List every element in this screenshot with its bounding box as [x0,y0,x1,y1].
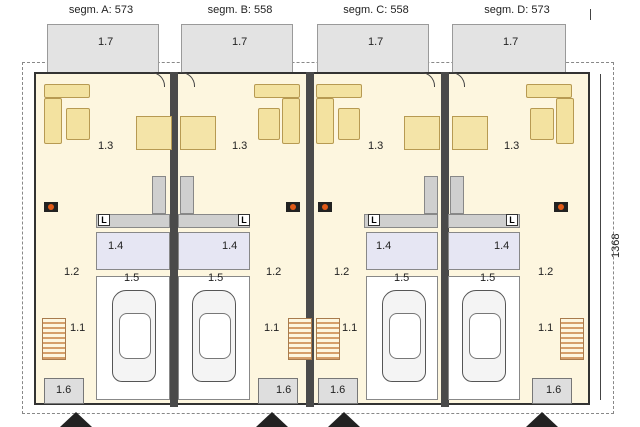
car-icon [112,290,156,382]
room-label-hall: 1.2 [64,266,80,278]
room-label-garage: 1.5 [394,272,410,284]
porch-a [44,378,84,404]
sofa [526,84,572,98]
room-label-living: 1.3 [232,140,248,152]
entrance-arrow-icon [328,412,360,427]
sofa [556,98,574,144]
terrace-label: 1.7 [503,36,519,48]
segment-d-dimension: segm. D: 573 [444,0,590,20]
room-label-garage: 1.5 [480,272,496,284]
room-label-garage: 1.5 [208,272,224,284]
room-label-bath: 1.4 [222,240,238,252]
sofa [282,98,300,144]
room-label-stairs: 1.1 [342,322,358,334]
armchair [530,108,554,140]
bathroom-c [366,232,438,270]
room-label-stairs: 1.1 [70,322,86,334]
kitchen-counter [364,214,438,228]
sofa [44,84,90,98]
kitchen-stove [424,176,438,214]
terrace-c: 1.7 [317,24,429,76]
party-wall [170,72,178,407]
segment-c-dimension: segm. C: 558 [308,0,444,20]
sofa [316,98,334,144]
armchair [338,108,360,140]
bathroom-a [96,232,170,270]
car-icon [382,290,426,382]
room-label-porch: 1.6 [56,384,72,396]
terrace-label: 1.7 [232,36,248,48]
terrace-label: 1.7 [368,36,384,48]
dimension-tick [590,9,591,20]
kitchen-stove [180,176,194,214]
staircase [42,318,66,360]
terrace-b: 1.7 [181,24,293,76]
entrance-arrow-icon [60,412,92,427]
fireplace-icon [554,202,568,212]
depth-dimension: 1368 [610,233,622,258]
porch-d [532,378,572,404]
kitchen-counter [96,214,170,228]
staircase [316,318,340,360]
room-label-stairs: 1.1 [538,322,554,334]
room-label-living: 1.3 [368,140,384,152]
terrace-label: 1.7 [98,36,114,48]
room-label-bath: 1.4 [108,240,124,252]
entrance-arrow-icon [526,412,558,427]
segment-b-dimension: segm. B: 558 [172,0,308,20]
room-label-porch: 1.6 [330,384,346,396]
armchair [66,108,90,140]
room-label-living: 1.3 [504,140,520,152]
porch-b [258,378,298,404]
dining-table [404,116,440,150]
kitchen-stove [152,176,166,214]
terrace-a: 1.7 [47,24,159,76]
kitchen-stove [450,176,464,214]
party-wall [441,72,449,407]
car-icon [192,290,236,382]
fireplace-icon [44,202,58,212]
dining-table [452,116,488,150]
room-label-living: 1.3 [98,140,114,152]
sofa [44,98,62,144]
room-label-porch: 1.6 [546,384,562,396]
room-label-bath: 1.4 [376,240,392,252]
dining-table [180,116,216,150]
wc-marker: L [238,214,250,226]
entrance-arrow-icon [256,412,288,427]
segment-a-dimension: segm. A: 573 [30,0,172,20]
staircase [288,318,312,360]
depth-dimension-line [600,74,601,400]
room-label-hall: 1.2 [334,266,350,278]
dining-table [136,116,172,150]
room-label-hall: 1.2 [538,266,554,278]
room-label-bath: 1.4 [494,240,510,252]
sofa [316,84,362,98]
bathroom-d [448,232,520,270]
staircase [560,318,584,360]
room-label-garage: 1.5 [124,272,140,284]
wc-marker: L [368,214,380,226]
bathroom-b [178,232,250,270]
kitchen-counter [448,214,520,228]
fireplace-icon [318,202,332,212]
wc-marker: L [506,214,518,226]
car-icon [462,290,506,382]
terrace-d: 1.7 [452,24,566,76]
sofa [254,84,300,98]
wc-marker: L [98,214,110,226]
party-wall [306,72,314,407]
fireplace-icon [286,202,300,212]
room-label-porch: 1.6 [276,384,292,396]
room-label-stairs: 1.1 [264,322,280,334]
armchair [258,108,280,140]
porch-c [318,378,358,404]
room-label-hall: 1.2 [266,266,282,278]
